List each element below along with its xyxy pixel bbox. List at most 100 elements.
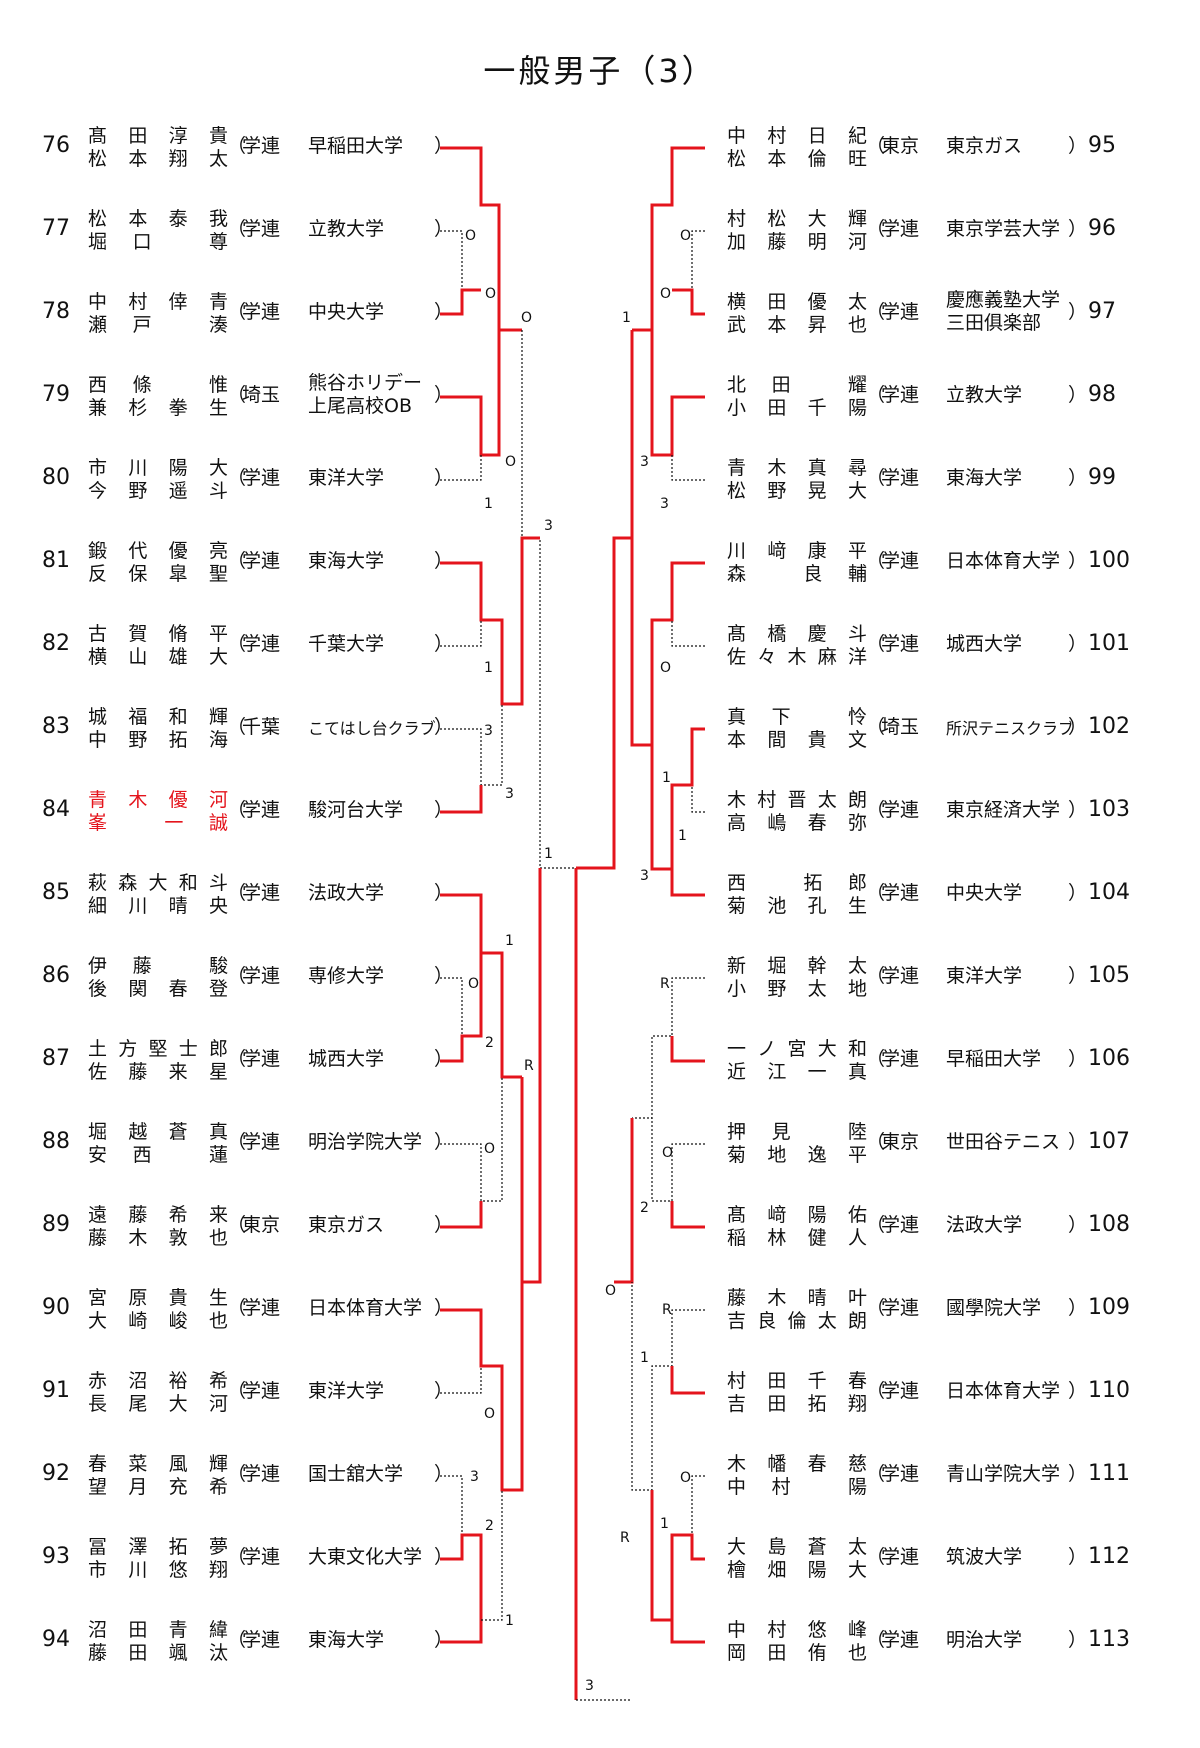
- score-label: O: [680, 228, 691, 244]
- close-paren: ）: [1068, 1214, 1088, 1236]
- player-1-name: 古賀脩平: [88, 623, 228, 645]
- player-1-name: 木幡春慈: [727, 1453, 867, 1475]
- entry-number: 110: [1088, 1378, 1130, 1403]
- open-paren: （: [866, 1463, 886, 1485]
- player-2-name: 佐々木麻洋: [727, 646, 867, 668]
- region-label: 東京: [881, 1131, 920, 1153]
- player-2-name: 森 良輔: [727, 563, 867, 585]
- player-1-name: 川﨑康平: [727, 540, 867, 562]
- right-draw-path-12: [632, 977, 705, 1119]
- team-line: 駿河台大学: [308, 799, 404, 821]
- region-label: 学連: [242, 550, 281, 572]
- score-label: O: [505, 454, 516, 470]
- player-1-name: 髙橋慶斗: [727, 623, 867, 645]
- player-names: 西 拓郎菊池孔生: [727, 872, 867, 918]
- open-paren: （: [866, 1629, 886, 1651]
- open-paren: （: [227, 965, 247, 987]
- team-line: こてはし台クラブ: [308, 719, 436, 738]
- open-paren: （: [227, 301, 247, 323]
- open-paren: （: [227, 218, 247, 240]
- player-1-name: 髙田淳貴: [88, 125, 228, 147]
- player-1-name: 青木真尋: [727, 457, 867, 479]
- entry-number: 111: [1088, 1461, 1130, 1486]
- close-paren: ）: [1068, 633, 1088, 655]
- close-paren: ）: [434, 301, 454, 323]
- player-names: 真下 怜本間貴文: [727, 706, 867, 752]
- player-names: 藤木晴叶吉良倫太朗: [727, 1287, 867, 1333]
- team-name: 法政大学: [308, 882, 384, 905]
- close-paren: ）: [434, 799, 454, 821]
- player-2-name: 今野遥斗: [88, 480, 228, 502]
- player-2-name: 峯 一誠: [88, 812, 228, 834]
- team-name: 青山学院大学: [946, 1463, 1060, 1486]
- region-label: 学連: [242, 301, 281, 323]
- player-2-name: 小田千陽: [727, 397, 867, 419]
- score-label: 1: [484, 660, 493, 676]
- entry-number: 86: [42, 963, 70, 988]
- player-1-name: 冨澤拓夢: [88, 1536, 228, 1558]
- entry-number: 101: [1088, 631, 1130, 656]
- team-line: 東洋大学: [308, 1380, 385, 1402]
- score-label: 1: [640, 1350, 649, 1366]
- region-label: 学連: [242, 1048, 281, 1070]
- player-names: 土方堅士郎佐藤来星: [88, 1038, 228, 1084]
- region-label: 学連: [242, 135, 281, 157]
- entry-number: 92: [42, 1461, 70, 1486]
- team-name: 東京学芸大学: [946, 218, 1060, 241]
- player-2-name: 中村 陽: [727, 1476, 867, 1498]
- entry-number: 93: [42, 1544, 70, 1569]
- score-label: 3: [544, 518, 553, 534]
- open-paren: （: [227, 1546, 247, 1568]
- score-label: O: [605, 1283, 616, 1299]
- player-names: 春菜風輝望月充希: [88, 1453, 228, 1499]
- open-paren: （: [227, 1048, 247, 1070]
- entry-number: 77: [42, 216, 70, 241]
- left-win-path-3: [440, 288, 481, 316]
- close-paren: ）: [434, 1629, 454, 1651]
- left-win-path-16: [440, 1201, 483, 1229]
- region-label: 学連: [242, 467, 281, 489]
- player-2-name: 松本翔太: [88, 148, 228, 170]
- close-paren: ）: [434, 218, 454, 240]
- region-label: 学連: [242, 1131, 281, 1153]
- player-2-name: 岡田侑也: [727, 1642, 867, 1664]
- score-label: 1: [662, 770, 671, 786]
- region-label: 学連: [881, 384, 920, 406]
- open-paren: （: [866, 384, 886, 406]
- team-name: 明治学院大学: [308, 1131, 422, 1154]
- open-paren: （: [227, 135, 247, 157]
- entry-number: 102: [1088, 714, 1130, 739]
- open-paren: （: [866, 135, 886, 157]
- score-label: O: [484, 1141, 495, 1157]
- score-label: R: [660, 976, 670, 992]
- close-paren: ）: [1068, 1131, 1088, 1153]
- player-2-name: 藤田颯汰: [88, 1642, 228, 1664]
- left-win-path-14: [520, 868, 542, 1284]
- entry-number: 83: [42, 714, 70, 739]
- player-1-name: 村松大輝: [727, 208, 867, 230]
- player-2-name: 大崎峻也: [88, 1310, 228, 1332]
- player-names: 大島蒼太檜畑陽大: [727, 1536, 867, 1582]
- region-label: 学連: [881, 799, 920, 821]
- player-2-name: 菊池孔生: [727, 895, 867, 917]
- team-line: 東海大学: [308, 550, 385, 572]
- player-names: 城福和輝中野拓海: [88, 706, 228, 752]
- score-label: 2: [485, 1035, 494, 1051]
- score-label: O: [660, 286, 671, 302]
- team-line: 東海大学: [308, 1629, 385, 1651]
- right-win-path-4: [650, 330, 705, 457]
- player-2-name: 反保皐聖: [88, 563, 228, 585]
